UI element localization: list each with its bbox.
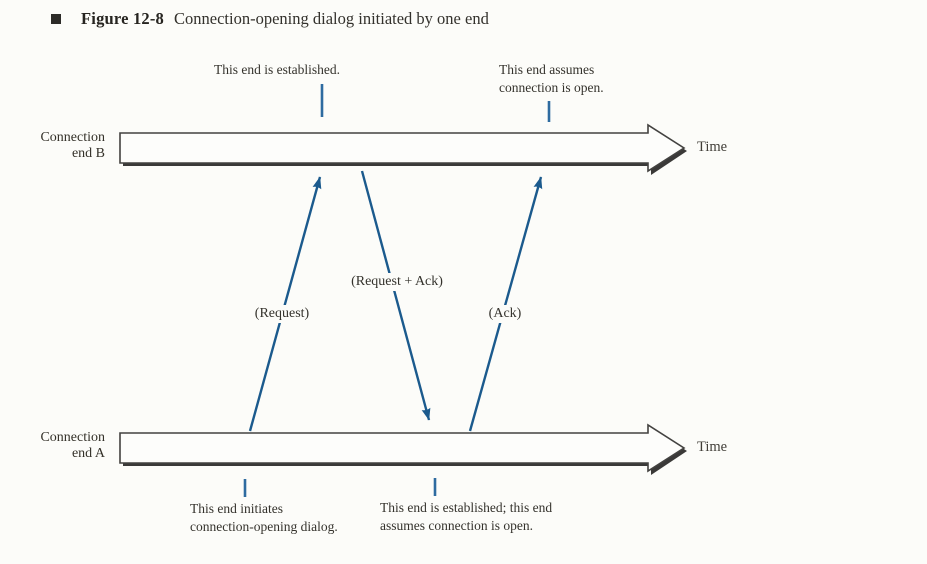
- figure-title: Figure 12-8 Connection-opening dialog in…: [51, 9, 489, 29]
- annotation-a-initiates-line2: connection-opening dialog.: [190, 519, 338, 534]
- annotation-b-established: This end is established.: [214, 62, 340, 77]
- timeline-b-arrow: [119, 123, 686, 173]
- figure-caption: Connection-opening dialog initiated by o…: [174, 9, 489, 28]
- message-label-request: (Request): [250, 305, 314, 323]
- annotation-a-initiates-line1: This end initiates: [190, 501, 283, 516]
- annotation-b-open-line1: This end assumes: [499, 62, 595, 77]
- annotation-a-initiates: This end initiates connection-opening di…: [190, 500, 338, 536]
- timeline-a-arrow: [119, 423, 686, 473]
- endpoint-b-line1: Connection: [40, 130, 105, 145]
- square-bullet-icon: [51, 14, 61, 24]
- endpoint-b-line2: end B: [71, 146, 105, 161]
- message-arrow-ack: [468, 176, 543, 432]
- endpoint-a-line1: Connection: [40, 430, 105, 445]
- annotation-b-open-line2: connection is open.: [499, 80, 604, 95]
- endpoint-label-a: Connection end A: [35, 430, 105, 462]
- endpoint-a-line2: end A: [71, 446, 105, 461]
- endpoint-label-b: Connection end B: [35, 130, 105, 162]
- annotation-a-established-line2: assumes connection is open.: [380, 518, 533, 533]
- annotation-a-established: This end is established; this end assume…: [380, 499, 552, 535]
- message-arrow-request-ack: [360, 170, 431, 421]
- message-arrow-request: [248, 176, 322, 432]
- figure-number: Figure 12-8: [81, 9, 165, 28]
- message-label-ack: (Ack): [484, 305, 526, 323]
- message-label-request-ack: (Request + Ack): [347, 273, 447, 291]
- annotation-b-assumes-open: This end assumes connection is open.: [499, 61, 604, 97]
- time-label-a: Time: [697, 439, 728, 455]
- time-label-b: Time: [697, 139, 728, 155]
- annotation-a-established-line1: This end is established; this end: [380, 500, 553, 515]
